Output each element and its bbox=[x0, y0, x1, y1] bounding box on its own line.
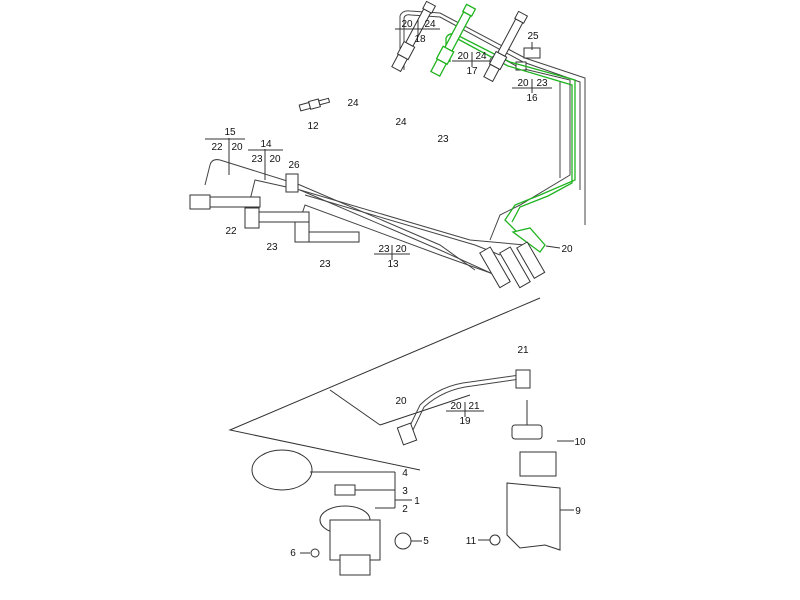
callout-label: 13 bbox=[387, 259, 399, 270]
callout-label: 23 bbox=[536, 78, 548, 89]
callout-label: 17 bbox=[466, 66, 478, 77]
distributor-assembly bbox=[251, 449, 422, 576]
callout-label: 24 bbox=[395, 117, 407, 128]
callout-label: 16 bbox=[526, 93, 538, 104]
distributor-cap-4 bbox=[251, 449, 313, 491]
callout-label: 20 bbox=[231, 142, 243, 153]
connector-20-lower bbox=[396, 422, 418, 446]
distributor-end-connectors bbox=[479, 241, 546, 289]
callout-label: 23 bbox=[251, 154, 263, 165]
wire-holder-26 bbox=[285, 173, 299, 193]
callout-label: 23 bbox=[378, 244, 390, 255]
callout-label: 20 bbox=[269, 154, 281, 165]
callout-label: 2 bbox=[402, 504, 408, 515]
callout-label: 20 bbox=[457, 51, 469, 62]
callout-label: 20 bbox=[450, 401, 462, 412]
callout-label: 14 bbox=[260, 139, 272, 150]
callout-label: 20 bbox=[395, 396, 407, 407]
ignition-wire-highlighted bbox=[430, 3, 576, 253]
callout-label: 3 bbox=[402, 486, 408, 497]
callout-label: 19 bbox=[459, 416, 471, 427]
callout-label: 20 bbox=[395, 244, 407, 255]
spark-plug-connector-highlighted bbox=[430, 3, 477, 78]
callout-label: 24 bbox=[347, 98, 359, 109]
callout-label: 12 bbox=[307, 121, 319, 132]
callout-label: 5 bbox=[423, 536, 429, 547]
spark-plug-connector-23 bbox=[483, 10, 529, 83]
connector-21 bbox=[515, 369, 531, 389]
callout-label: 1 bbox=[414, 496, 420, 507]
callout-label: 9 bbox=[575, 506, 581, 517]
callout-label: 4 bbox=[402, 468, 408, 479]
spark-plug-connector-22 bbox=[189, 194, 261, 210]
callout-label: 22 bbox=[225, 226, 237, 237]
callout-label: 23 bbox=[319, 259, 331, 270]
callout-label: 22 bbox=[211, 142, 223, 153]
callout-label: 26 bbox=[288, 160, 300, 171]
callout-label: 23 bbox=[266, 242, 278, 253]
callout-label: 24 bbox=[424, 19, 436, 30]
callout-label: 10 bbox=[574, 437, 586, 448]
screw-6 bbox=[310, 548, 320, 558]
callout-label: 15 bbox=[224, 127, 236, 138]
callout-label: 20 bbox=[517, 78, 529, 89]
callout-label: 25 bbox=[527, 31, 539, 42]
callout-label: 11 bbox=[466, 536, 477, 547]
callout-label: 21 bbox=[517, 345, 529, 356]
callout-label: 20 bbox=[401, 19, 413, 30]
spark-plug-connector-23a bbox=[244, 207, 310, 229]
callout-label: 24 bbox=[475, 51, 487, 62]
spark-plug-12 bbox=[298, 97, 331, 112]
spark-plug-connector-23b bbox=[294, 221, 360, 243]
connector-20-highlighted bbox=[511, 227, 546, 253]
callout-label: 20 bbox=[561, 244, 573, 255]
callout-lines bbox=[205, 20, 574, 541]
callout-label: 6 bbox=[290, 548, 296, 559]
callout-label: 21 bbox=[468, 401, 480, 412]
ignition-coil-9 bbox=[506, 400, 561, 551]
callout-label: 23 bbox=[437, 134, 449, 145]
callout-label: 18 bbox=[414, 34, 426, 45]
